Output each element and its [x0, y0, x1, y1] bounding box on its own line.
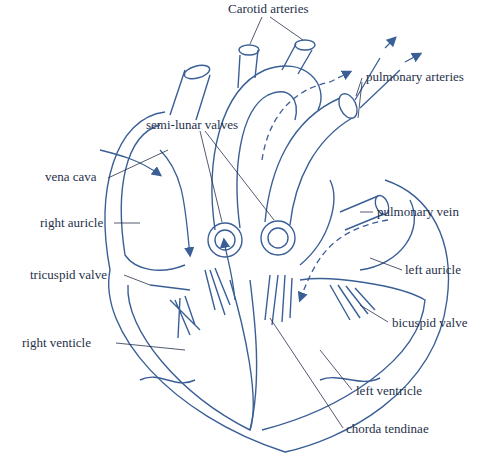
- part-label: pulmonary arteries: [366, 70, 464, 84]
- part-label: left auricle: [405, 263, 461, 277]
- part-label: bicuspid valve: [392, 316, 467, 330]
- part-label: chorda tendinae: [346, 422, 429, 436]
- part-label: right auricle: [40, 216, 103, 230]
- part-label: semi-lunar valves: [146, 118, 238, 132]
- part-label: vena cava: [45, 170, 97, 184]
- part-label: pulmonary vein: [377, 205, 459, 219]
- part-label: left ventricle: [356, 384, 422, 398]
- part-label: right venticle: [22, 336, 91, 350]
- part-label: Carotid arteries: [228, 2, 309, 16]
- part-label: tricuspid valve: [30, 268, 107, 282]
